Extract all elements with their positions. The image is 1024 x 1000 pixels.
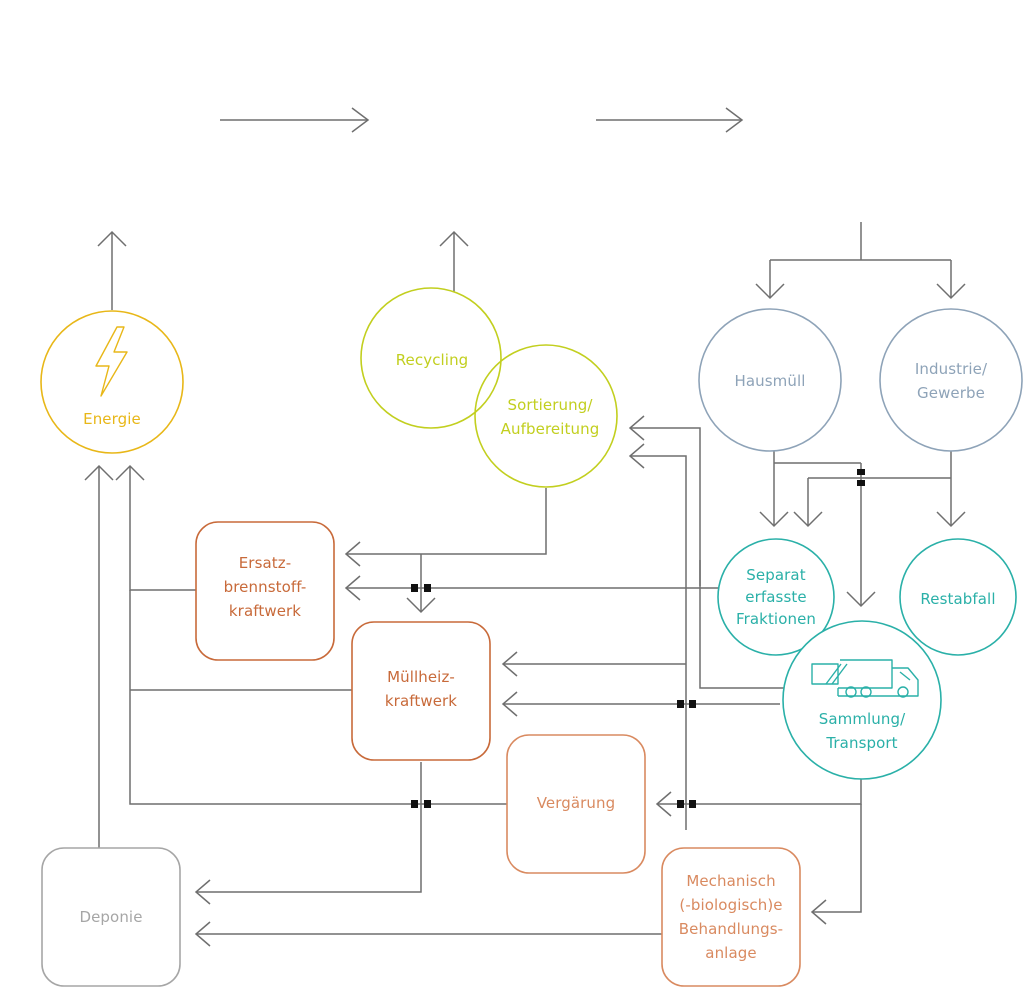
ersatz-label-2: brennstoff- — [224, 578, 307, 596]
node-muellheiz: Müllheiz- kraftwerk — [351, 621, 491, 761]
separat-label-2: erfasste — [745, 588, 806, 606]
header-arrow-left — [220, 107, 370, 133]
header-arrow-right — [596, 107, 744, 133]
deponie-label: Deponie — [79, 908, 142, 926]
mba-label-1: Mechanisch — [686, 872, 775, 890]
source-split — [755, 222, 966, 300]
hausmuell-label: Hausmüll — [734, 372, 805, 390]
node-sortierung: Sortierung/ Aufbereitung — [474, 344, 618, 488]
restabfall-label: Restabfall — [920, 590, 995, 608]
crossing-markers — [411, 469, 865, 808]
mba-label-4: anlage — [705, 944, 756, 962]
sammlung-label-1: Sammlung/ — [819, 710, 906, 728]
sammlung-to-muellheiz — [501, 651, 780, 717]
energie-label: Energie — [83, 410, 141, 428]
node-sammlung: Sammlung/ Transport — [782, 620, 942, 780]
sortierung-label-2: Aufbereitung — [501, 420, 600, 438]
flows-to-sortierung — [628, 415, 785, 830]
mba-label-3: Behandlungs- — [679, 920, 783, 938]
energy-returns — [84, 464, 507, 850]
separat-to-ersatz — [344, 575, 720, 601]
industrie-label-1: Industrie/ — [915, 360, 988, 378]
node-ersatz: Ersatz- brennstoff- kraftwerk — [195, 521, 335, 661]
node-separat: Separat erfasste Fraktionen — [717, 538, 835, 656]
arrow-energie-out — [97, 230, 127, 310]
node-energie: Energie — [40, 310, 184, 454]
separat-label-3: Fraktionen — [736, 610, 816, 628]
arrow-recycling-out — [439, 230, 469, 292]
connector-lines — [84, 107, 966, 947]
node-industrie: Industrie/ Gewerbe — [879, 308, 1023, 452]
muellheiz-label-2: kraftwerk — [385, 692, 457, 710]
muellheiz-label-1: Müllheiz- — [387, 668, 455, 686]
sources-to-collection — [759, 450, 966, 608]
node-vergaerung: Vergärung — [506, 734, 646, 874]
vergaerung-label: Vergärung — [537, 794, 616, 812]
node-hausmuell: Hausmüll — [698, 308, 842, 452]
recycling-label: Recycling — [396, 351, 469, 369]
industrie-label-2: Gewerbe — [917, 384, 985, 402]
ersatz-label-3: kraftwerk — [229, 602, 301, 620]
lightning-icon — [95, 326, 128, 397]
sammlung-label-2: Transport — [825, 734, 897, 752]
node-recycling: Recycling — [360, 287, 502, 429]
sortierung-label-1: Sortierung/ — [508, 396, 594, 414]
node-deponie: Deponie — [41, 847, 181, 987]
sortierung-outflows — [344, 488, 547, 614]
separat-label-1: Separat — [746, 566, 805, 584]
flows-to-deponie — [194, 762, 664, 947]
node-restabfall: Restabfall — [899, 538, 1017, 656]
garbage-truck-icon — [811, 659, 919, 698]
sammlung-to-vergaerung-mba — [655, 778, 862, 925]
node-mba: Mechanisch (-biologisch)e Behandlungs- a… — [661, 847, 801, 987]
ersatz-label-1: Ersatz- — [239, 554, 292, 572]
mba-label-2: (-biologisch)e — [679, 896, 782, 914]
